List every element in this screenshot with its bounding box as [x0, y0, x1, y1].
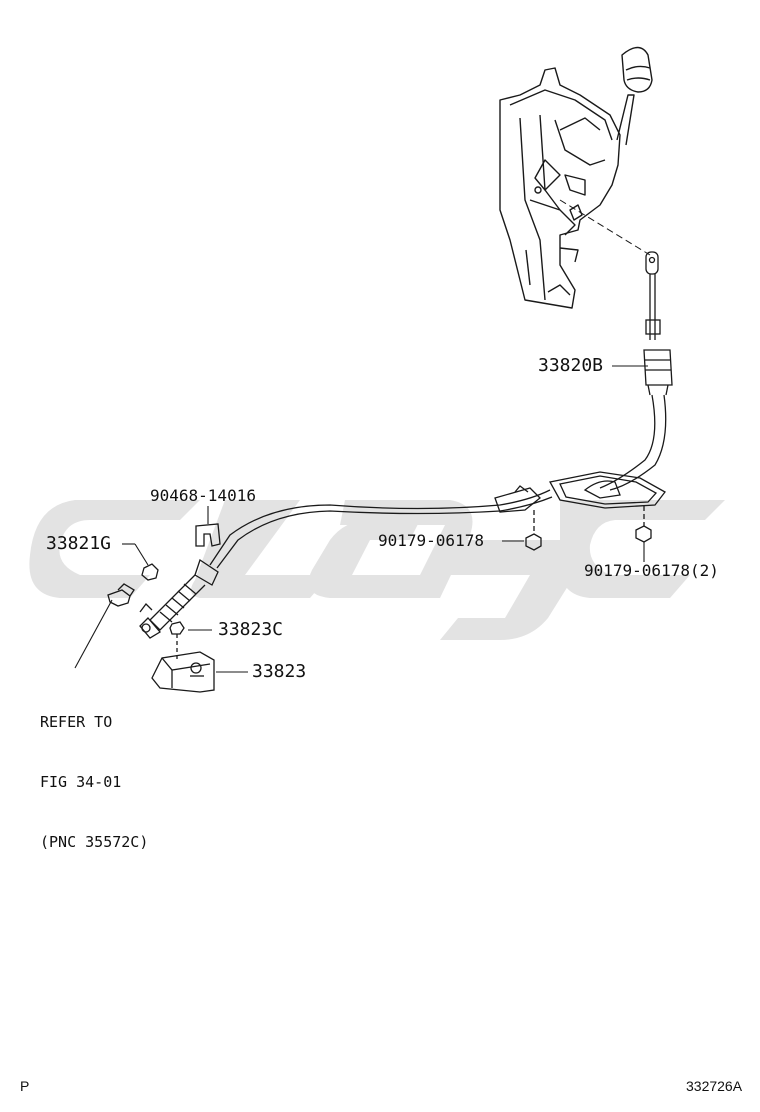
footer-left-code: P — [20, 1078, 30, 1094]
label-nut-left[interactable]: 33821G — [46, 533, 112, 554]
refer-note-line3[interactable]: (PNC 35572C) — [40, 833, 149, 851]
label-nut-right[interactable]: 90179-06178(2) — [584, 561, 719, 580]
refer-note-line2: FIG 34-01 — [40, 773, 122, 791]
nut-part-center — [525, 510, 542, 551]
label-cable-assy[interactable]: 33820B — [538, 355, 604, 376]
bracket-part — [151, 651, 215, 693]
shift-lever-assembly — [499, 46, 653, 309]
refer-note-line1: REFER TO — [40, 713, 113, 731]
nut-part-right — [635, 506, 652, 543]
leader-lines — [74, 365, 648, 673]
label-clamp[interactable]: 90468-14016 — [150, 486, 256, 505]
nut-part-left — [141, 563, 159, 581]
clamp-part — [195, 523, 221, 547]
refer-note: REFER TO FIG 34-01 (PNC 35572C) — [40, 672, 148, 872]
assembly-leader — [559, 199, 651, 256]
footer-illustration-id: 332726A — [686, 1078, 743, 1094]
label-bolt[interactable]: 33823C — [218, 619, 284, 640]
label-nut-center[interactable]: 90179-06178 — [378, 531, 484, 550]
label-bracket[interactable]: 33823 — [252, 661, 307, 682]
refer-bracket — [107, 583, 135, 607]
watermark-logo — [29, 500, 725, 640]
shift-cable — [139, 251, 673, 639]
bolt-part — [169, 621, 185, 662]
